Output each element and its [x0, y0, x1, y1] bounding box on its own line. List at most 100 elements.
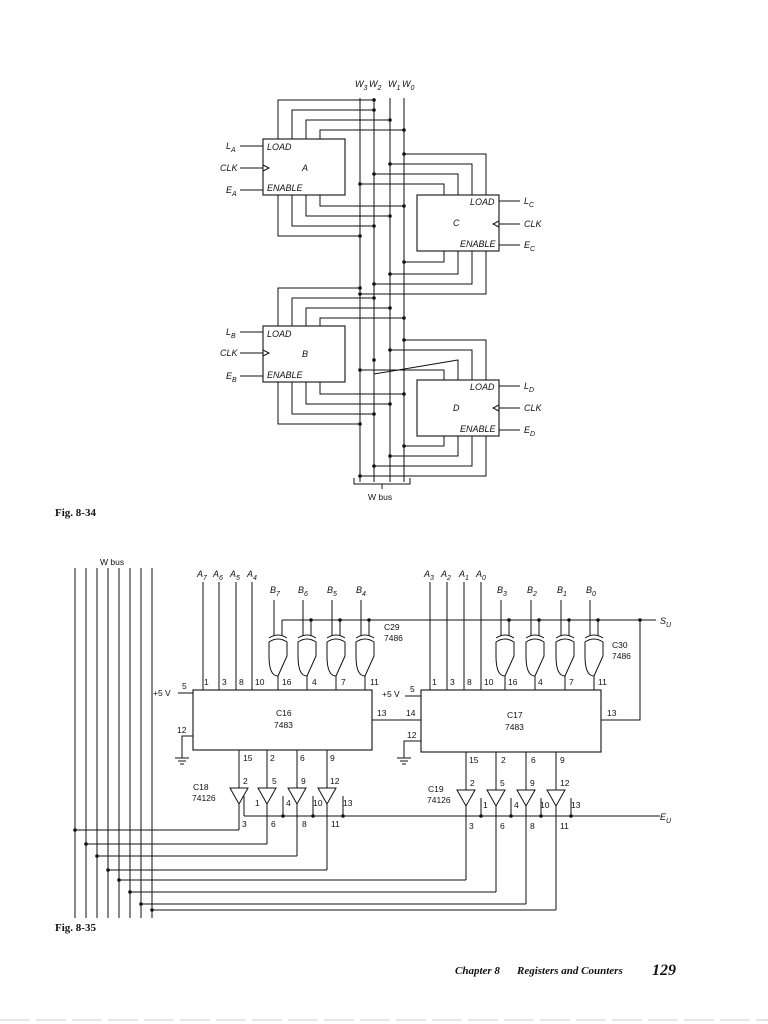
register-b-enable: ENABLE — [267, 370, 304, 380]
c17-pin-11: 11 — [598, 677, 607, 687]
fig-8-34-caption: Fig. 8-34 — [55, 507, 96, 519]
xor-c30-ref: C30 — [612, 640, 628, 650]
c17-pin-9: 9 — [560, 755, 565, 765]
register-d-enable: ENABLE — [460, 424, 497, 434]
register-a-enable: ENABLE — [267, 183, 304, 193]
label-a7: A7 — [196, 569, 208, 582]
c18-pin-6: 6 — [271, 819, 276, 829]
c17-pin-3: 3 — [450, 677, 455, 687]
register-d-clk: CLK — [524, 403, 543, 413]
c17-plus5v: +5 V — [382, 689, 400, 699]
c18-pin-8: 8 — [302, 819, 307, 829]
register-a-e-signal: EA — [226, 185, 237, 198]
c18-pin-2: 2 — [243, 776, 248, 786]
register-c-clock-symbol — [491, 220, 500, 228]
label-a4: A4 — [246, 569, 257, 582]
label-b7: B7 — [270, 585, 281, 598]
fig-8-35-caption: Fig. 8-35 — [55, 922, 96, 934]
register-b-load: LOAD — [267, 329, 292, 339]
label-a0: A0 — [475, 569, 486, 582]
register-a-clk: CLK — [220, 163, 239, 173]
register-c-enable: ENABLE — [460, 239, 497, 249]
c18-pin-10: 10 — [313, 798, 323, 808]
footer-chapter: Chapter 8 — [455, 965, 500, 977]
adder-c16-part: 7483 — [274, 720, 293, 730]
c19-pin-3: 3 — [469, 821, 474, 831]
register-c-load: LOAD — [470, 197, 495, 207]
footer-title: Registers and Counters — [516, 965, 623, 977]
bus-label-w3: W3 — [355, 79, 368, 92]
register-b-l-signal: LB — [226, 327, 236, 340]
bus-label-w0: W0 — [402, 79, 415, 92]
register-c-e-signal: EC — [524, 240, 536, 253]
c18-pin-5: 5 — [272, 776, 277, 786]
register-a-l-signal: LA — [226, 141, 236, 154]
c17-pin-2: 2 — [501, 755, 506, 765]
c18-pin-9: 9 — [301, 776, 306, 786]
c16-pin-12: 12 — [177, 725, 187, 735]
buffer-c18-ref: C18 — [193, 782, 209, 792]
register-b-clock-symbol — [262, 349, 271, 357]
register-d-l-signal: LD — [524, 381, 534, 394]
c16-pin-5: 5 — [182, 681, 187, 691]
label-a3: A3 — [423, 569, 434, 582]
c17-pin-1: 1 — [432, 677, 437, 687]
register-d-load: LOAD — [470, 382, 495, 392]
c19-pin-13: 13 — [571, 800, 581, 810]
c16-pin-7: 7 — [341, 677, 346, 687]
c16-pin-6: 6 — [300, 753, 305, 763]
register-b-name: B — [302, 349, 308, 359]
label-a6: A6 — [212, 569, 223, 582]
buffer-to-bus-wires — [73, 828, 556, 912]
c16-pin-1: 1 — [204, 677, 209, 687]
adder-c17-a-inputs — [429, 582, 482, 690]
register-b-wiring — [277, 287, 404, 425]
c16-pin-16: 16 — [282, 677, 292, 687]
register-c-name: C — [453, 218, 460, 228]
fig-8-35-diagram: W bus C16 7483 A7 A6 A5 A4 1 3 8 10 — [73, 557, 672, 918]
c19-pin-10: 10 — [540, 800, 550, 810]
adder-c17-box — [420, 689, 602, 753]
c17-pin-12: 12 — [407, 730, 417, 740]
adder-c17-ref: C17 — [507, 710, 523, 720]
c18-pin-4: 4 — [286, 798, 291, 808]
su-label: SU — [660, 616, 672, 629]
label-b5: B5 — [327, 585, 337, 598]
register-d-box — [416, 379, 500, 437]
register-a-box — [262, 138, 346, 196]
c16-pin-11: 11 — [370, 677, 379, 687]
c16-pin-4: 4 — [312, 677, 317, 687]
xor-c29-ref: C29 — [384, 622, 400, 632]
fig-8-34-diagram: W3 W2 W1 W0 LOAD A ENABLE LA CLK EA — [220, 79, 543, 502]
register-b-box — [262, 325, 346, 383]
c17-pin-13: 13 — [607, 708, 617, 718]
fig834-bus-name: W bus — [368, 492, 392, 502]
c17-pin-8: 8 — [467, 677, 472, 687]
fig835-w-bus-lines — [74, 568, 153, 918]
c19-pin-11: 11 — [560, 821, 569, 831]
register-c-l-signal: LC — [524, 196, 535, 209]
buffer-c19-ref: C19 — [428, 784, 444, 794]
label-b4: B4 — [356, 585, 366, 598]
label-a5: A5 — [229, 569, 240, 582]
c17-pin-10: 10 — [484, 677, 494, 687]
w-bus-bracket — [353, 478, 411, 485]
fig835-bus-name: W bus — [100, 557, 124, 567]
c18-pin-12: 12 — [330, 776, 340, 786]
bus-junction-dots — [358, 98, 406, 478]
xor-c29-gates — [268, 600, 375, 690]
buffer-c18-gates — [229, 750, 660, 870]
page-number: 129 — [652, 962, 676, 979]
c16-pin-9: 9 — [330, 753, 335, 763]
c16-pin-2: 2 — [270, 753, 275, 763]
c16-pin-15: 15 — [243, 753, 253, 763]
register-a-clock-symbol — [262, 164, 271, 172]
label-b0: B0 — [586, 585, 596, 598]
c17-pin-16: 16 — [508, 677, 518, 687]
bus-label-w1: W1 — [388, 79, 401, 92]
label-a2: A2 — [440, 569, 451, 582]
c19-pin-12: 12 — [560, 778, 570, 788]
c19-pin-5: 5 — [500, 778, 505, 788]
label-b1: B1 — [557, 585, 567, 598]
